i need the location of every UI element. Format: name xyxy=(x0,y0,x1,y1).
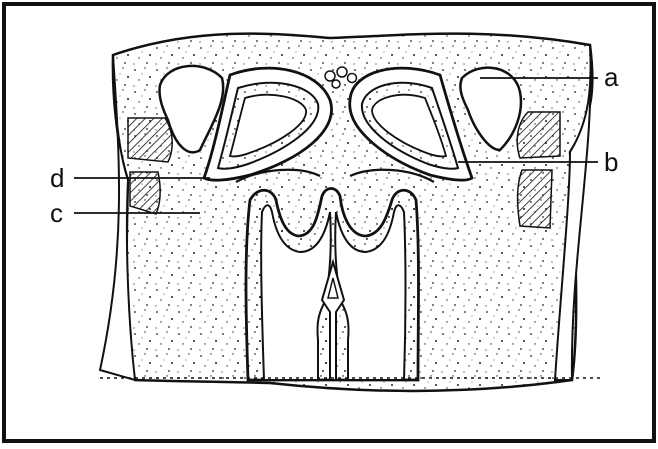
label-d: d xyxy=(50,163,64,193)
right-hatched-block-lower xyxy=(518,170,552,228)
top-center-cell xyxy=(337,67,347,77)
left-hatched-block-upper xyxy=(128,118,172,162)
label-b: b xyxy=(604,147,618,177)
right-hatched-block-upper xyxy=(517,112,560,158)
label-c: c xyxy=(50,198,63,228)
top-center-cell xyxy=(325,71,335,81)
top-center-cell xyxy=(332,80,340,88)
label-a: a xyxy=(604,62,619,92)
top-center-cell xyxy=(348,74,357,83)
